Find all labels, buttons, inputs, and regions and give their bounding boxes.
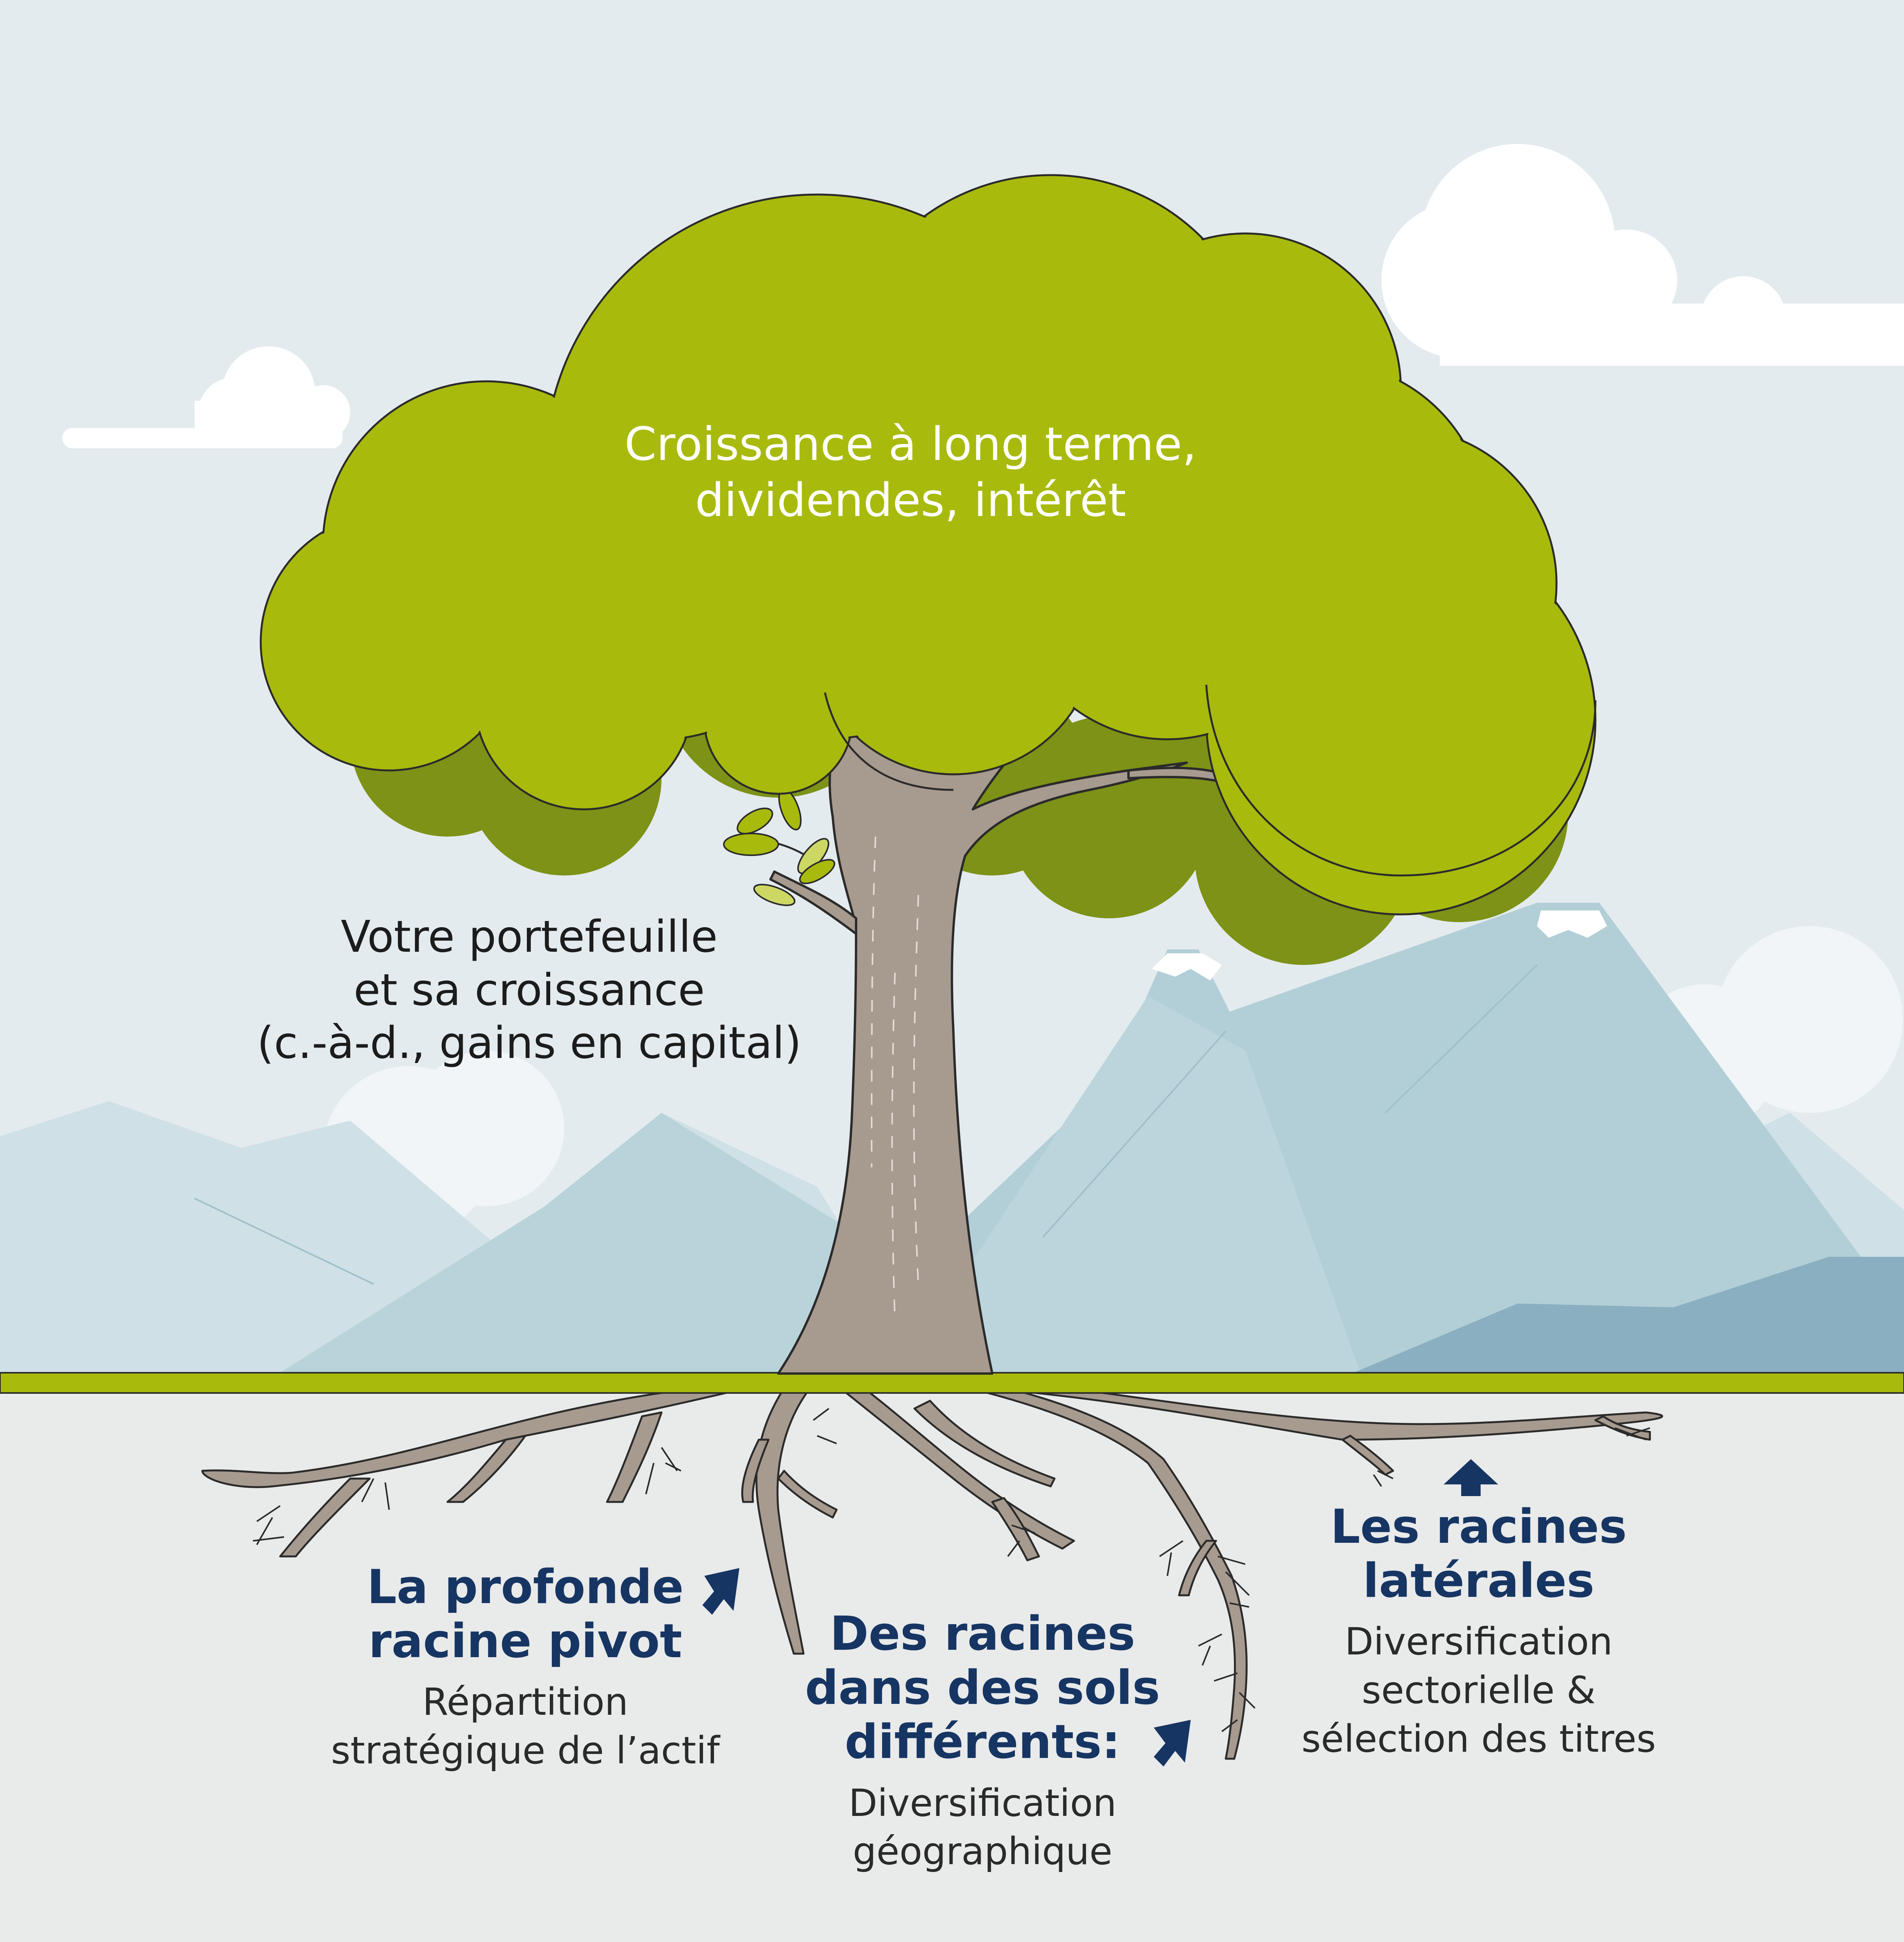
lateral-desc-line: Diversification bbox=[1344, 1620, 1613, 1664]
lateral-description: Diversification sectorielle & sélection … bbox=[1237, 1617, 1720, 1763]
portfolio-line: et sa croissance bbox=[353, 965, 705, 1016]
arrow-up-right-icon bbox=[702, 1568, 739, 1615]
soils-title: Des racines dans des sols différents: bbox=[759, 1607, 1206, 1770]
taproot-label: La profonde racine pivot Répartition str… bbox=[272, 1560, 778, 1775]
taproot-desc-line: Répartition bbox=[422, 1680, 628, 1724]
roots bbox=[201, 1382, 1663, 1760]
taproot-title-line: racine pivot bbox=[368, 1614, 683, 1669]
crown-line: dividendes, intérêt bbox=[695, 473, 1126, 527]
lateral-label: Les racines latérales Diversification se… bbox=[1237, 1500, 1720, 1763]
taproot-title: La profonde racine pivot bbox=[272, 1560, 778, 1668]
sprout bbox=[723, 788, 835, 906]
arrow-up-right-icon bbox=[1154, 1720, 1191, 1767]
root-hairs bbox=[253, 1408, 1650, 1732]
soils-desc-line: Diversification bbox=[848, 1781, 1117, 1825]
foliage-fill bbox=[262, 177, 1594, 913]
taproot-title-line: La profonde bbox=[367, 1560, 684, 1614]
lateral-title-line: latérales bbox=[1363, 1554, 1595, 1609]
portfolio-line: (c.-à-d., gains en capital) bbox=[257, 1018, 802, 1069]
ground-line bbox=[0, 1372, 1904, 1394]
crown-line: Croissance à long terme, bbox=[624, 417, 1197, 471]
cloud-left bbox=[62, 346, 350, 448]
foliage-outline bbox=[824, 684, 1597, 877]
taproot-description: Répartition stratégique de l’actif bbox=[272, 1678, 778, 1775]
soils-title-line: différents: bbox=[844, 1715, 1121, 1770]
lateral-title-line: Les racines bbox=[1330, 1500, 1627, 1554]
trunk-texture bbox=[871, 836, 919, 1323]
mountains bbox=[0, 903, 1904, 1377]
cloud-right bbox=[1381, 144, 1904, 366]
portfolio-line: Votre portefeuille bbox=[340, 912, 718, 962]
crown-text: Croissance à long terme, dividendes, int… bbox=[599, 416, 1222, 528]
portfolio-text: Votre portefeuille et sa croissance (c.-… bbox=[218, 910, 841, 1070]
soils-title-line: dans des sols bbox=[805, 1661, 1160, 1716]
soils-label: Des racines dans des sols différents: Di… bbox=[759, 1607, 1206, 1876]
lateral-desc-line: sectorielle & bbox=[1362, 1668, 1596, 1712]
arrow-up-icon bbox=[1444, 1459, 1498, 1496]
lateral-desc-line: sélection des titres bbox=[1301, 1717, 1656, 1761]
taproot-desc-line: stratégique de l’actif bbox=[331, 1729, 720, 1773]
lateral-title: Les racines latérales bbox=[1237, 1500, 1720, 1608]
soils-title-line: Des racines bbox=[830, 1607, 1135, 1661]
soils-description: Diversification géographique bbox=[759, 1779, 1206, 1876]
soils-desc-line: géographique bbox=[853, 1830, 1113, 1874]
